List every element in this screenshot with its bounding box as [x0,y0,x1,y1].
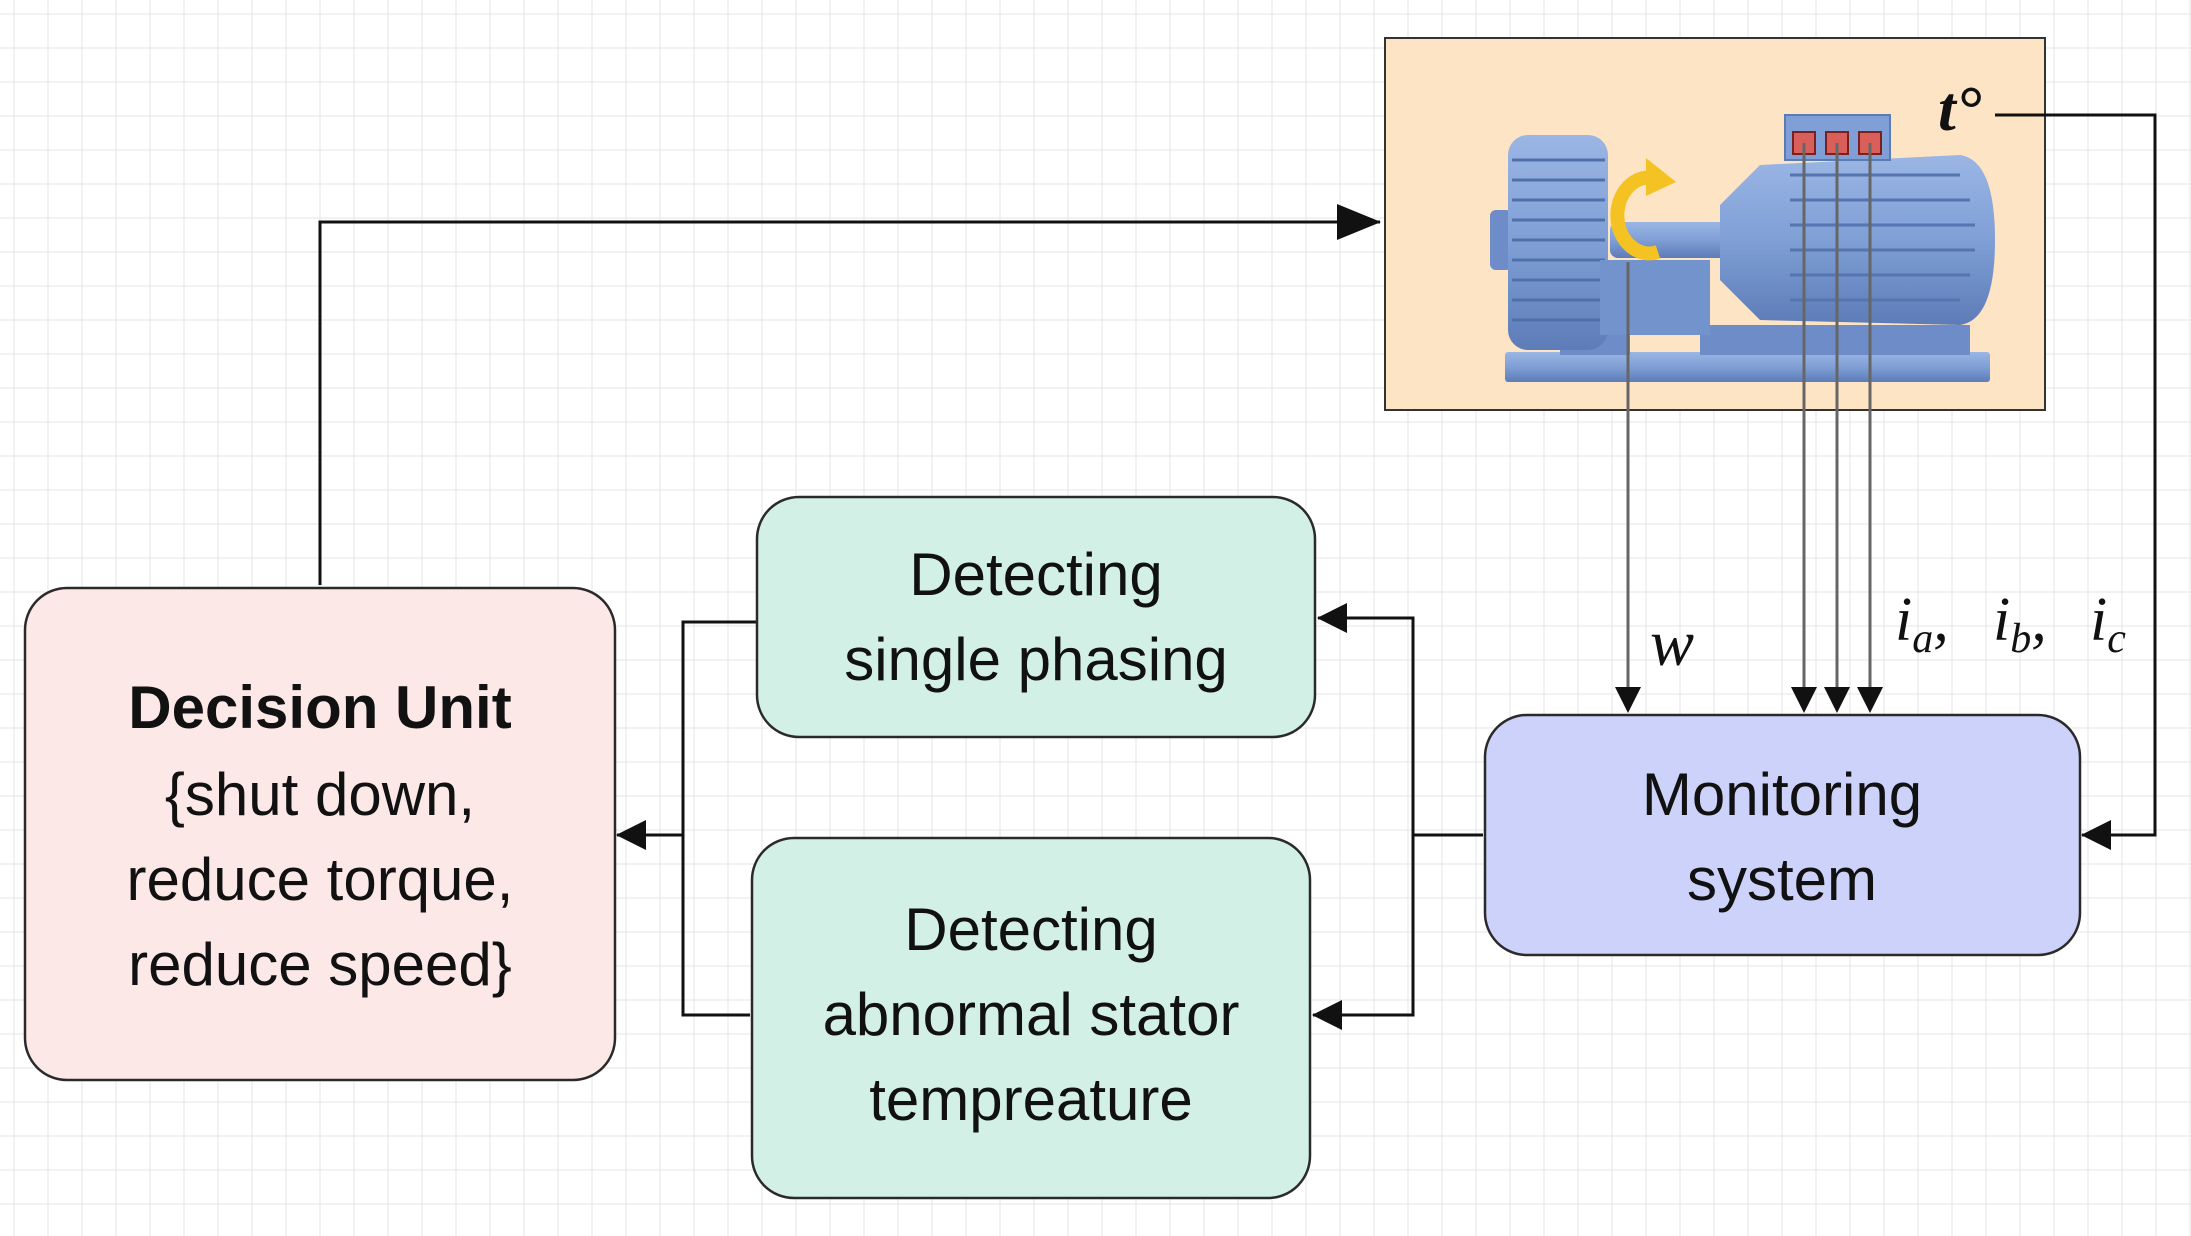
current-c-label: ic [2090,586,2126,662]
rotation-arrow-icon [1610,158,1676,261]
abnormal-temp-line-2: abnormal stator [823,981,1240,1048]
speed-label: w [1650,607,1694,680]
current-b-label: ib, [1993,586,2047,662]
decision-unit-box [23,586,617,1082]
abnormal-temp-line-1: Detecting [904,896,1157,963]
single-phasing-line-2: single phasing [844,626,1228,693]
decision-unit-title: Decision Unit [128,674,511,741]
current-a-label: ia, [1895,586,1949,662]
motor-panel [1384,37,2046,411]
abnormal-temp-line-3: tempreature [869,1066,1193,1133]
monitoring-line-2: system [1687,846,1877,913]
single-phasing-box [755,495,1317,739]
control-line [318,204,1381,585]
to-abnormal-temp-line [1312,835,1415,1030]
decision-unit-line-1: {shut down, [165,761,475,828]
monitoring-line-1: Monitoring [1642,761,1922,828]
decision-unit-line-3: reduce speed} [128,931,512,998]
monitoring-system-box [1483,713,2082,957]
abnormal-temp-box [750,836,1312,1200]
connections [318,113,2157,1030]
to-single-phasing-line [1317,603,1415,1015]
temperature-line [1995,113,2157,850]
single-phasing-line-1: Detecting [909,541,1162,608]
single-phasing-out-line [681,620,757,1017]
temperature-label: t° [1938,73,1982,144]
decision-unit-line-2: reduce torque, [127,846,514,913]
